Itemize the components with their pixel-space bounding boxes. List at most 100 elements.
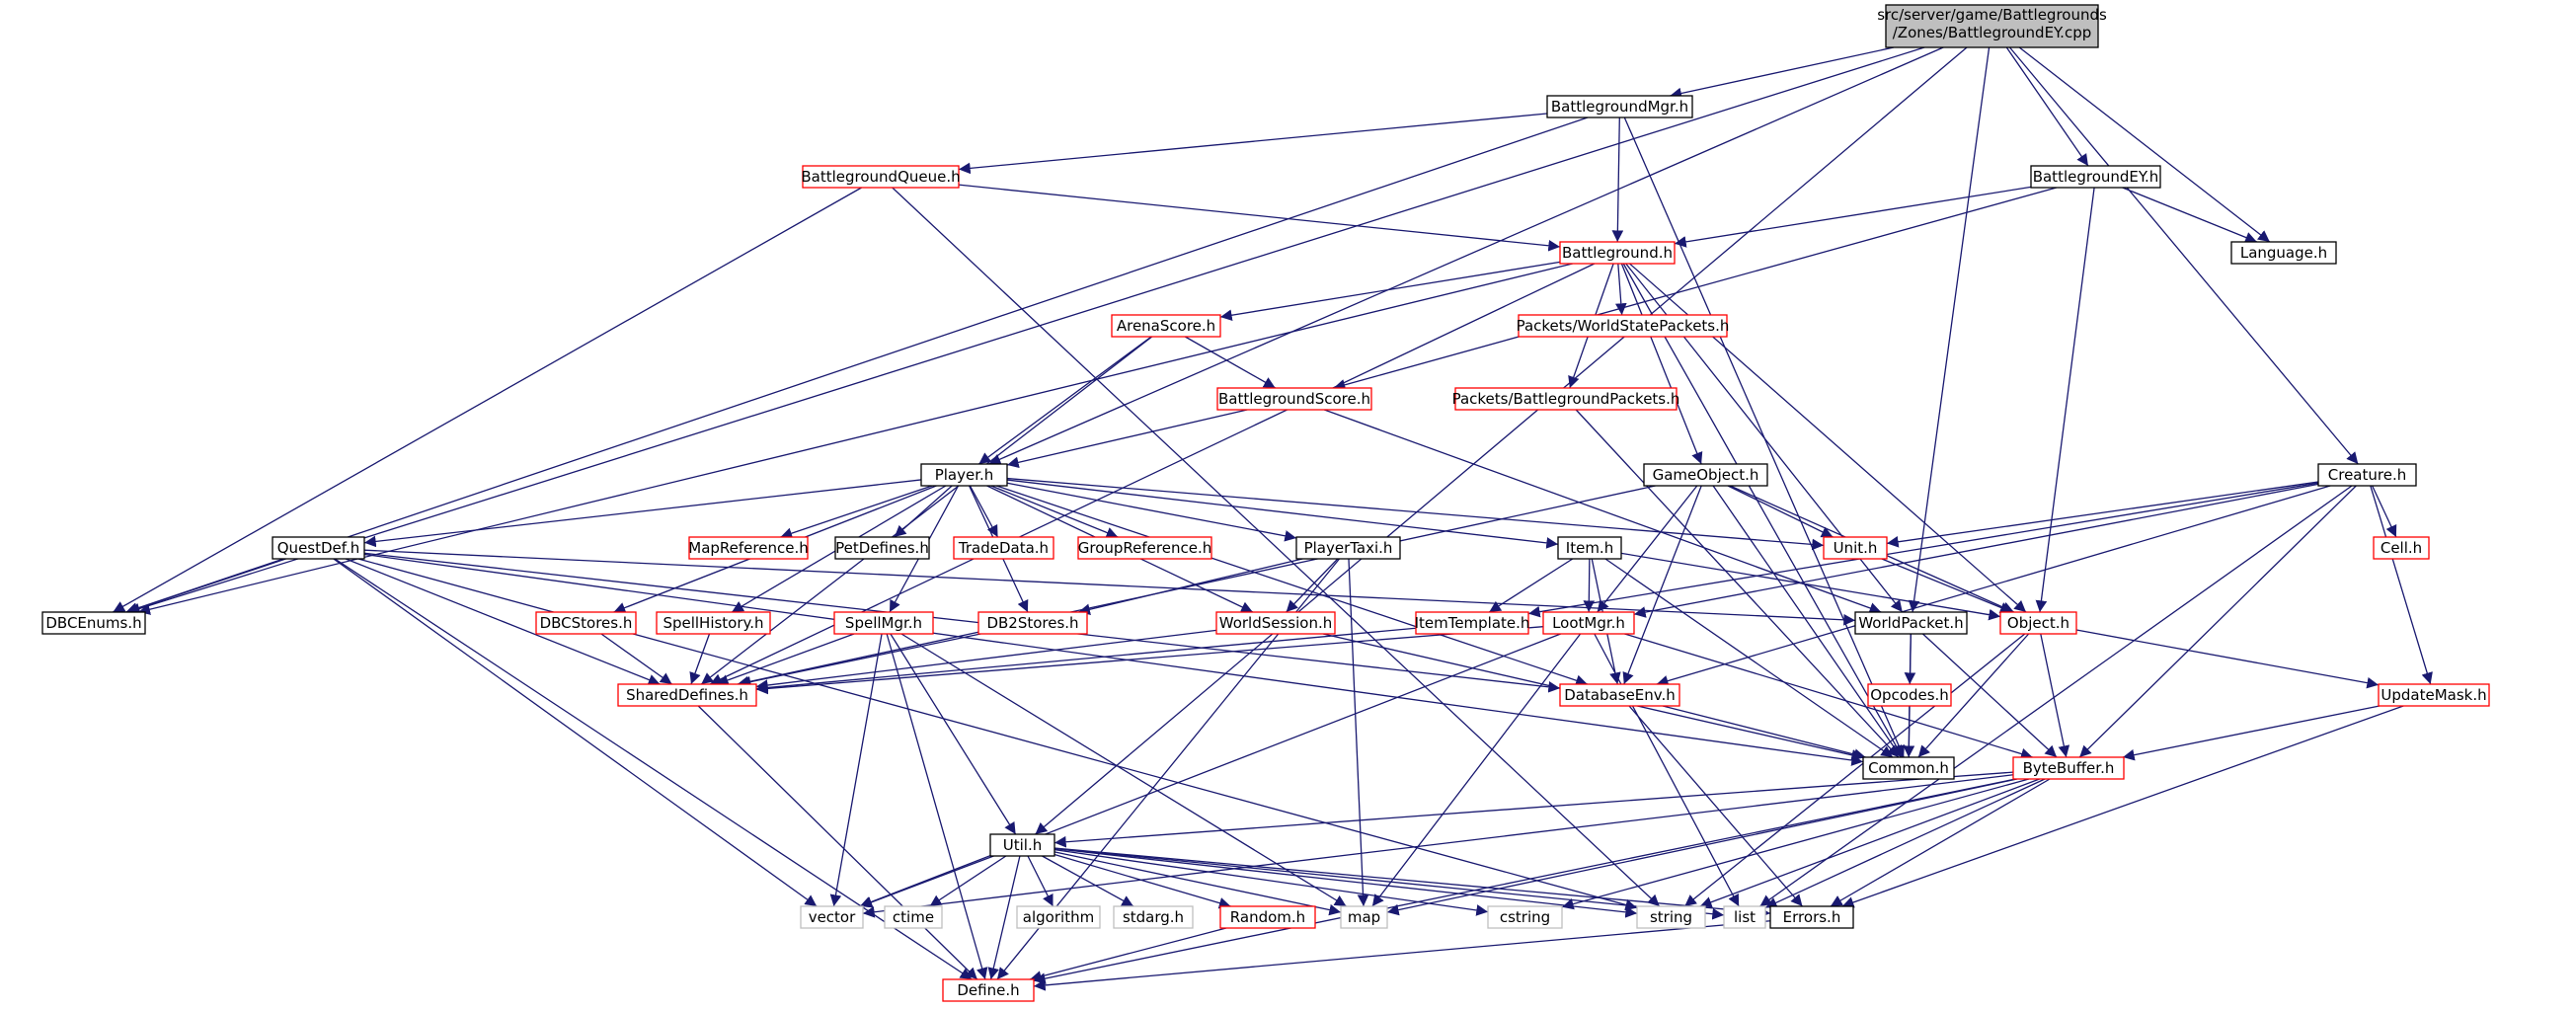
node-box-map[interactable] <box>1340 905 1388 929</box>
node-unit[interactable]: Unit.h <box>1823 536 1888 560</box>
node-box-arena[interactable] <box>1111 314 1221 338</box>
node-bg[interactable]: Battleground.h <box>1559 241 1676 265</box>
node-box-object[interactable] <box>1999 611 2077 635</box>
node-box-cstring[interactable] <box>1487 905 1563 929</box>
node-list[interactable]: list <box>1723 905 1766 929</box>
node-box-spellmgr[interactable] <box>833 611 934 635</box>
node-mapref[interactable]: MapReference.h <box>688 536 809 560</box>
node-box-define[interactable] <box>942 978 1035 1002</box>
node-wpacket[interactable]: WorldPacket.h <box>1854 611 1968 635</box>
node-box-random[interactable] <box>1219 905 1316 929</box>
node-dbcstores[interactable]: DBCStores.h <box>535 611 637 635</box>
node-string[interactable]: string <box>1636 905 1706 929</box>
node-box-taxi[interactable] <box>1295 536 1401 560</box>
node-box-item[interactable] <box>1557 536 1622 560</box>
node-box-petdef[interactable] <box>834 536 930 560</box>
node-bgqueue[interactable]: BattlegroundQueue.h <box>801 165 961 189</box>
node-box-groupref[interactable] <box>1077 536 1212 560</box>
node-box-updmask[interactable] <box>2378 683 2490 707</box>
node-box-itemtpl[interactable] <box>1415 611 1529 635</box>
node-box-stdarg[interactable] <box>1113 905 1194 929</box>
node-box-dbcstores[interactable] <box>535 611 637 635</box>
node-updmask[interactable]: UpdateMask.h <box>2378 683 2490 707</box>
node-box-bg[interactable] <box>1559 241 1676 265</box>
node-taxi[interactable]: PlayerTaxi.h <box>1295 536 1401 560</box>
node-box-algorithm[interactable] <box>1016 905 1101 929</box>
node-box-opcodes[interactable] <box>1867 683 1952 707</box>
node-box-db2stores[interactable] <box>977 611 1088 635</box>
node-groupref[interactable]: GroupReference.h <box>1077 536 1212 560</box>
node-bgmgr[interactable]: BattlegroundMgr.h <box>1546 95 1693 118</box>
node-wspk[interactable]: Packets/WorldStatePackets.h <box>1517 314 1730 338</box>
node-box-questdef[interactable] <box>272 536 365 560</box>
node-shared[interactable]: SharedDefines.h <box>617 683 757 707</box>
node-bytebuf[interactable]: ByteBuffer.h <box>2012 756 2125 780</box>
node-box-unit[interactable] <box>1823 536 1888 560</box>
node-box-trade[interactable] <box>953 536 1054 560</box>
node-cell[interactable]: Cell.h <box>2373 536 2430 560</box>
node-box-wsession[interactable] <box>1215 611 1336 635</box>
node-bgscore[interactable]: BattlegroundScore.h <box>1216 387 1372 411</box>
node-spellmgr[interactable]: SpellMgr.h <box>833 611 934 635</box>
node-define[interactable]: Define.h <box>942 978 1035 1002</box>
node-object[interactable]: Object.h <box>1999 611 2077 635</box>
node-trade[interactable]: TradeData.h <box>953 536 1054 560</box>
node-box-shared[interactable] <box>617 683 757 707</box>
node-root[interactable]: src/server/game/Battlegrounds/Zones/Batt… <box>1877 4 2107 48</box>
node-box-cell[interactable] <box>2373 536 2430 560</box>
node-dbcenums[interactable]: DBCEnums.h <box>41 611 146 635</box>
node-errors[interactable]: Errors.h <box>1769 905 1854 929</box>
node-box-lootmgr[interactable] <box>1542 611 1635 635</box>
node-box-errors[interactable] <box>1769 905 1854 929</box>
node-lootmgr[interactable]: LootMgr.h <box>1542 611 1635 635</box>
node-box-common[interactable] <box>1862 756 1955 780</box>
node-arena[interactable]: ArenaScore.h <box>1111 314 1221 338</box>
node-box-lang[interactable] <box>2230 241 2337 265</box>
node-box-vector[interactable] <box>800 905 864 929</box>
node-cstring[interactable]: cstring <box>1487 905 1563 929</box>
node-box-mapref[interactable] <box>688 536 809 560</box>
node-opcodes[interactable]: Opcodes.h <box>1867 683 1952 707</box>
node-box-root[interactable] <box>1885 4 2099 48</box>
node-stdarg[interactable]: stdarg.h <box>1113 905 1194 929</box>
node-util[interactable]: Util.h <box>989 833 1055 857</box>
node-box-player[interactable] <box>920 463 1008 487</box>
node-creature[interactable]: Creature.h <box>2317 463 2417 487</box>
node-random[interactable]: Random.h <box>1219 905 1316 929</box>
node-player[interactable]: Player.h <box>920 463 1008 487</box>
node-bgey[interactable]: BattlegroundEY.h <box>2030 165 2161 189</box>
node-wsession[interactable]: WorldSession.h <box>1215 611 1336 635</box>
node-box-gobj[interactable] <box>1643 463 1768 487</box>
node-box-spellhist[interactable] <box>656 611 771 635</box>
node-box-dbenv[interactable] <box>1559 683 1680 707</box>
node-box-bgqueue[interactable] <box>802 165 960 189</box>
node-map[interactable]: map <box>1340 905 1388 929</box>
node-box-bgscore[interactable] <box>1216 387 1372 411</box>
node-box-wpacket[interactable] <box>1854 611 1968 635</box>
node-box-bgey[interactable] <box>2030 165 2161 189</box>
node-spellhist[interactable]: SpellHistory.h <box>656 611 771 635</box>
node-box-bytebuf[interactable] <box>2012 756 2125 780</box>
node-algorithm[interactable]: algorithm <box>1016 905 1101 929</box>
node-box-dbcenums[interactable] <box>41 611 146 635</box>
node-itemtpl[interactable]: ItemTemplate.h <box>1415 611 1530 635</box>
node-lang[interactable]: Language.h <box>2230 241 2337 265</box>
node-questdef[interactable]: QuestDef.h <box>272 536 365 560</box>
node-item[interactable]: Item.h <box>1557 536 1622 560</box>
node-box-bgmgr[interactable] <box>1546 95 1693 118</box>
node-box-list[interactable] <box>1723 905 1766 929</box>
node-vector[interactable]: vector <box>800 905 864 929</box>
node-box-creature[interactable] <box>2317 463 2417 487</box>
node-common[interactable]: Common.h <box>1862 756 1955 780</box>
node-dbenv[interactable]: DatabaseEnv.h <box>1559 683 1680 707</box>
node-db2stores[interactable]: DB2Stores.h <box>977 611 1088 635</box>
node-box-ctime[interactable] <box>884 905 943 929</box>
node-petdef[interactable]: PetDefines.h <box>834 536 930 560</box>
node-box-string[interactable] <box>1636 905 1706 929</box>
node-bgpk[interactable]: Packets/BattlegroundPackets.h <box>1452 387 1680 411</box>
node-box-util[interactable] <box>989 833 1055 857</box>
node-ctime[interactable]: ctime <box>884 905 943 929</box>
node-gobj[interactable]: GameObject.h <box>1643 463 1768 487</box>
node-box-wspk[interactable] <box>1518 314 1728 338</box>
node-box-bgpk[interactable] <box>1454 387 1678 411</box>
